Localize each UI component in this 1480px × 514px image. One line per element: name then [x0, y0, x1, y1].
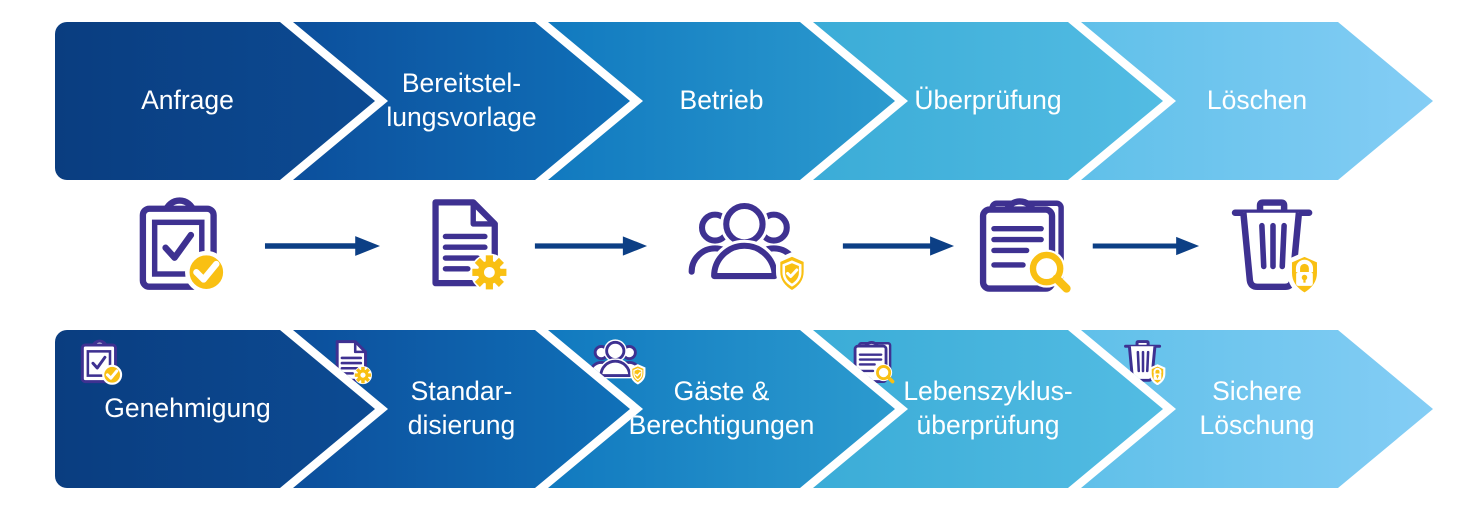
clipboard-check-icon — [77, 339, 123, 385]
document-gear-icon — [423, 197, 510, 293]
arrow-right-icon — [262, 233, 381, 259]
step-label: Überprüfung — [914, 85, 1062, 116]
step-label: Bereitstel- lungsvorlage — [386, 68, 537, 132]
arrow-right-icon — [840, 233, 955, 259]
step-label: Löschen — [1206, 85, 1308, 116]
arrow-right-icon — [532, 233, 648, 259]
step-label: Sichere Löschung — [1199, 376, 1315, 440]
step-label: Standar- disierung — [407, 376, 516, 440]
step-label: Genehmigung — [104, 393, 271, 424]
step-label: Gäste & Berechtigungen — [628, 376, 815, 440]
step-label: Lebenszyklus- überprüfung — [903, 376, 1073, 440]
trash-lock-icon — [1221, 197, 1325, 297]
people-shield-icon — [683, 199, 811, 296]
trash-lock-icon — [1119, 339, 1167, 385]
clipboard-search-icon — [974, 194, 1072, 296]
people-shield-icon — [586, 339, 647, 385]
step-label: Betrieb — [679, 85, 764, 116]
clipboard-check-icon — [132, 196, 229, 294]
step-label: Anfrage — [141, 85, 234, 116]
arrow-right-icon — [1090, 233, 1200, 259]
